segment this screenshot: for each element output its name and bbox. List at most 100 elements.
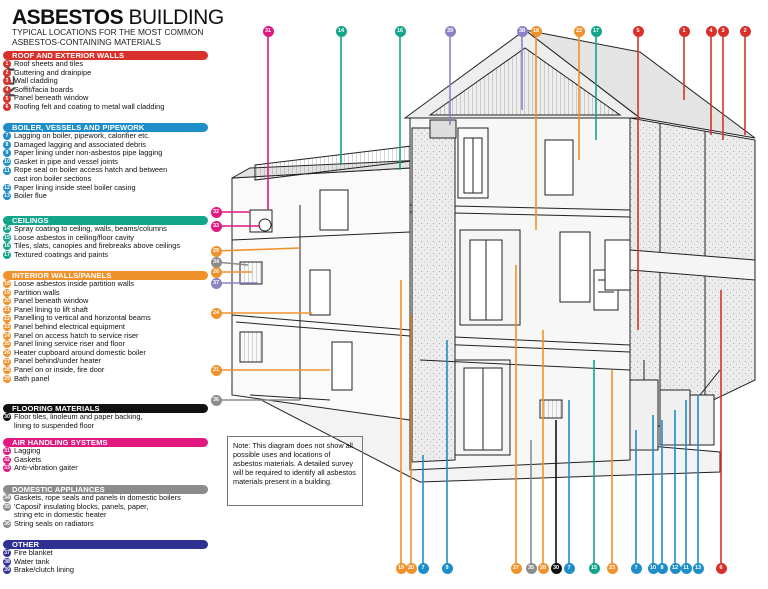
callout-marker: 4 bbox=[705, 25, 717, 37]
callout-marker: 37 bbox=[210, 277, 222, 289]
legend-number-badge: 27 bbox=[3, 357, 11, 366]
legend-item-text: String seals on radiators bbox=[14, 518, 94, 528]
subtitle-line-2: ASBESTOS-CONTAINING MATERIALS bbox=[12, 36, 161, 47]
legend-section-heading: FLOORING MATERIALS bbox=[3, 404, 208, 413]
legend-number-badge: 5 bbox=[3, 94, 11, 103]
legend-item-text: Panel lining to lift shaft bbox=[14, 304, 88, 314]
callout-marker: 29 bbox=[210, 245, 222, 257]
legend-number-badge: 14 bbox=[3, 225, 11, 234]
title-light: BUILDING bbox=[128, 6, 225, 29]
legend-number-badge: 10 bbox=[3, 158, 11, 167]
legend-number-badge: 21 bbox=[3, 306, 11, 315]
legend-number-badge: 38 bbox=[3, 557, 11, 566]
legend-number-badge: 6 bbox=[3, 103, 11, 112]
callout-marker: 15 bbox=[588, 562, 600, 574]
callout-marker: 1 bbox=[678, 25, 690, 37]
legend-item-text: Damaged lagging and associated debris bbox=[14, 139, 146, 149]
callout-marker: 39 bbox=[444, 25, 456, 37]
legend-item: cast iron boiler sections bbox=[3, 173, 208, 184]
legend-number-badge: 13 bbox=[3, 192, 11, 201]
callout-marker: 35 bbox=[525, 562, 537, 574]
legend-item-text: Gasket in pipe and vessel joints bbox=[14, 156, 118, 166]
title-bold: ASBESTOS bbox=[12, 6, 124, 29]
legend-section-heading: AIR HANDLING SYSTEMS bbox=[3, 438, 208, 447]
legend-item-text: Panel on or inside, fire door bbox=[14, 364, 105, 374]
callout-marker: 28 bbox=[537, 562, 549, 574]
legend-number-badge: 24 bbox=[3, 331, 11, 340]
legend-number-badge: 28 bbox=[3, 366, 11, 375]
callout-marker: 17 bbox=[590, 25, 602, 37]
callout-marker: 26 bbox=[210, 266, 222, 278]
legend-item-text: Loose asbestos in ceiling/floor cavity bbox=[14, 232, 134, 242]
callout-marker: 34 bbox=[210, 256, 222, 268]
legend-item-text: cast iron boiler sections bbox=[14, 173, 92, 183]
legend-item-text: Panel lining service riser and floor bbox=[14, 339, 125, 349]
legend-item: lining to suspended floor bbox=[3, 421, 208, 431]
legend-item-text: Panel beneath window bbox=[14, 93, 89, 103]
legend-number-badge: 32 bbox=[3, 455, 11, 464]
legend-item-text: 'Caposil' insulating blocks, panels, pap… bbox=[14, 501, 149, 511]
subtitle-line-1: TYPICAL LOCATIONS FOR THE MOST COMMON bbox=[12, 27, 204, 37]
legend-item-text: Tiles, slats, canopies and firebreaks ab… bbox=[14, 241, 181, 251]
legend-item-text: Gaskets, rope seals and panels in domest… bbox=[14, 493, 181, 502]
callout-marker: 10 bbox=[647, 562, 659, 574]
callout-marker: 9 bbox=[441, 562, 453, 574]
callout-marker: 18 bbox=[530, 25, 542, 37]
legend-item-text: Panel behind/under heater bbox=[14, 356, 102, 366]
callout-marker: 7 bbox=[563, 562, 575, 574]
callout-marker: 2 bbox=[739, 25, 751, 37]
callout-marker: 19 bbox=[395, 562, 407, 574]
callout-marker: 7 bbox=[630, 562, 642, 574]
callout-marker: 30 bbox=[550, 562, 562, 574]
legend-item-text: Panel behind electrical equipment bbox=[14, 321, 125, 331]
legend-number-badge: 7 bbox=[3, 132, 11, 141]
callout-marker: 20 bbox=[405, 562, 417, 574]
legend-number-badge: 2 bbox=[3, 68, 11, 77]
callout-marker: 32 bbox=[210, 206, 222, 218]
callout-marker: 38 bbox=[516, 25, 528, 37]
legend-item-text: Floor tiles, linoleum and paper backing, bbox=[14, 412, 143, 421]
legend-item-text: Fire blanket bbox=[14, 548, 53, 557]
legend-number-badge: 1 bbox=[3, 60, 11, 69]
legend-number-badge: 39 bbox=[3, 566, 11, 575]
legend-item-text: Soffit/facia boards bbox=[14, 84, 74, 94]
legend-item-text: Partition walls bbox=[14, 287, 60, 297]
callout-marker: 11 bbox=[680, 562, 692, 574]
legend-number-badge: 3 bbox=[3, 77, 11, 86]
legend-number-badge: 4 bbox=[3, 86, 11, 95]
disclaimer-note: Note: This diagram does not show all pos… bbox=[227, 436, 363, 506]
legend-number-badge: 19 bbox=[3, 288, 11, 297]
legend-item: string etc in domestic heater bbox=[3, 511, 208, 520]
legend-item-text: Gaskets bbox=[14, 454, 42, 464]
legend-item-text: Roofing felt and coating to metal wall c… bbox=[14, 101, 165, 111]
legend-number-badge: 29 bbox=[3, 374, 11, 383]
legend-number-badge: 26 bbox=[3, 349, 11, 358]
legend-number-badge: 12 bbox=[3, 183, 11, 192]
